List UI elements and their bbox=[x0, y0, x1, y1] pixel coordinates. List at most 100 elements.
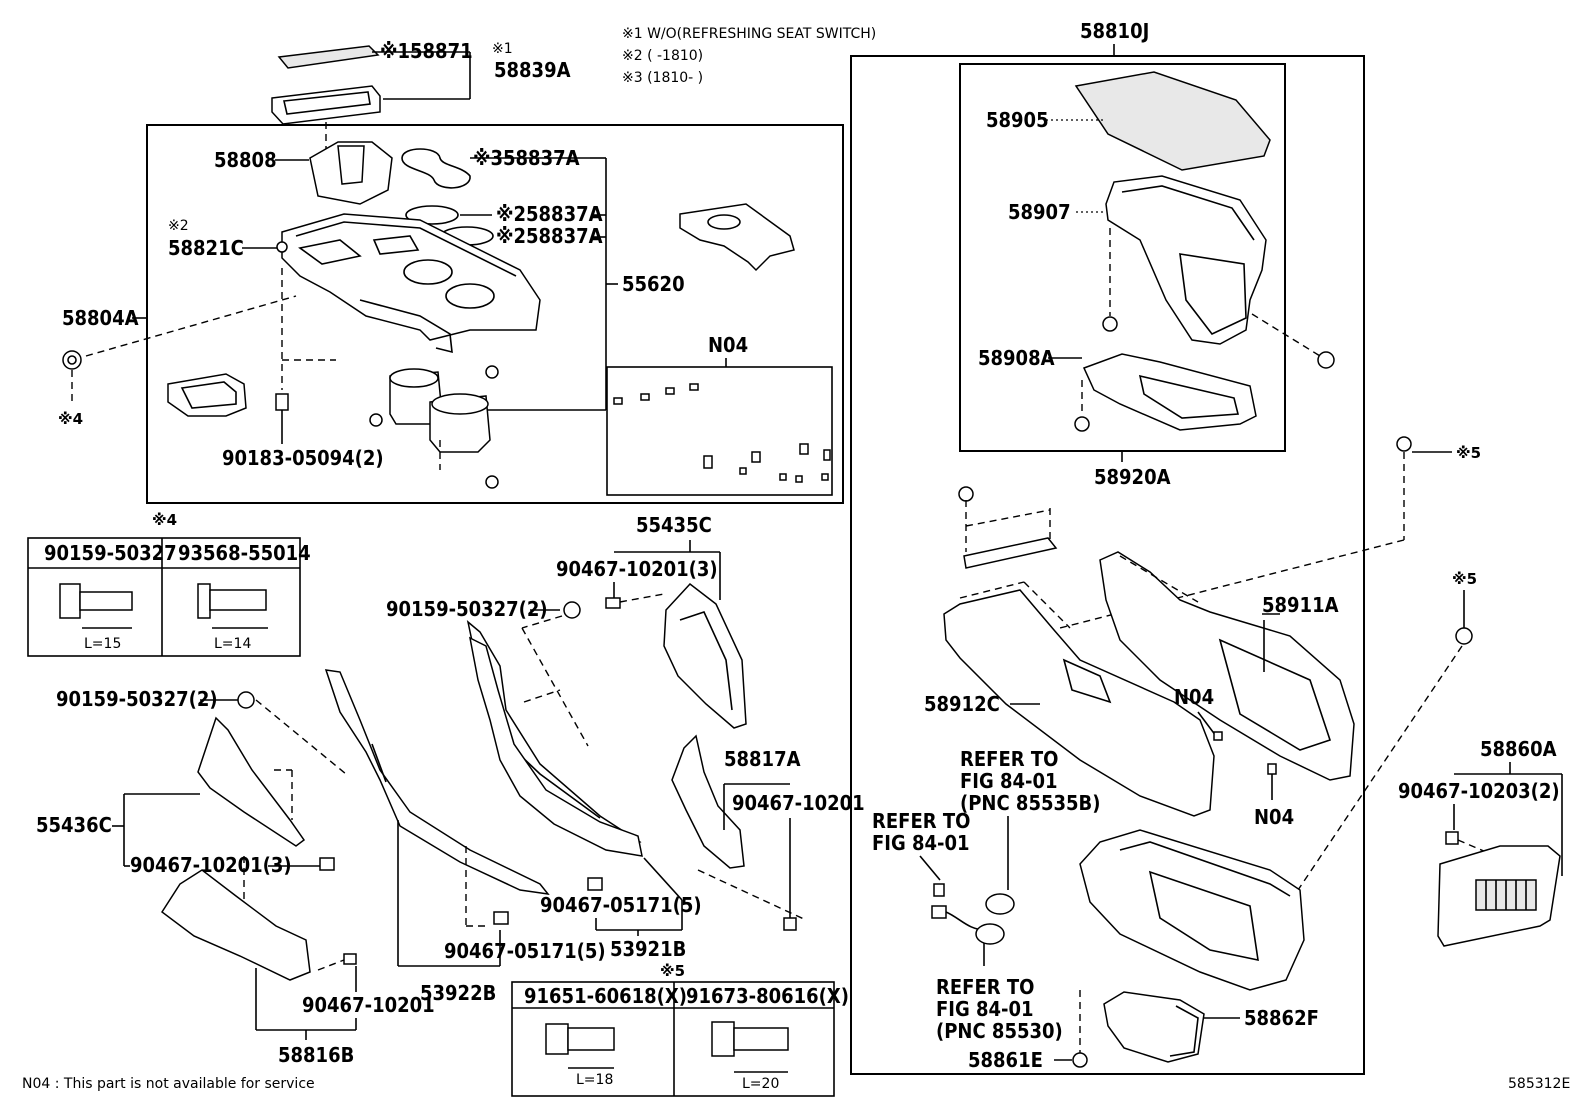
bolt-91673 bbox=[711, 1021, 789, 1057]
label-mark5-a: ※5 bbox=[1456, 444, 1481, 462]
part-58908A-base bbox=[1082, 353, 1257, 431]
clip-58817A bbox=[783, 917, 797, 931]
clip-90467-05171-a bbox=[587, 877, 603, 891]
dash-58907-screw-b bbox=[1251, 313, 1321, 357]
dash-90159-b bbox=[255, 699, 347, 775]
clip-90467-10201-b bbox=[343, 953, 357, 965]
clip-90467-10203 bbox=[1445, 831, 1459, 845]
label-90467-05171-5b: 90467-05171(5) bbox=[444, 939, 606, 963]
table5-length-2: L=20 bbox=[742, 1076, 779, 1092]
label-90467-10201-3a: 90467-10201(3) bbox=[556, 557, 718, 581]
label-58912C: 58912C bbox=[924, 692, 1000, 716]
svg-text:FIG 84-01: FIG 84-01 bbox=[960, 769, 1058, 793]
figure-id: 585312E bbox=[1508, 1076, 1570, 1092]
note-1: ※1 W/O(REFRESHING SEAT SWITCH) bbox=[622, 26, 876, 42]
leader-53921B-d bbox=[643, 857, 683, 901]
label-58839A: 58839A bbox=[494, 58, 571, 82]
label-90159-2b: 90159-50327(2) bbox=[56, 687, 218, 711]
dash-53921B-a bbox=[521, 627, 589, 747]
bolt-90159 bbox=[59, 583, 133, 619]
part-90183-clip bbox=[275, 393, 289, 411]
clip-90467-05171-b bbox=[493, 911, 509, 925]
table4-length-2: L=14 bbox=[214, 636, 251, 652]
label-58821C: 58821C bbox=[168, 236, 244, 260]
svg-text:REFER TO: REFER TO bbox=[872, 809, 970, 833]
label-90183: 90183-05094(2) bbox=[222, 446, 384, 470]
dash-58912C-a bbox=[959, 581, 1025, 599]
label-53922B: 53922B bbox=[420, 981, 496, 1005]
n04-clips-top bbox=[613, 383, 831, 483]
svg-text:(PNC 85535B): (PNC 85535B) bbox=[960, 791, 1100, 815]
screw-90159-a bbox=[563, 601, 581, 619]
label-mark4: ※4 bbox=[58, 410, 83, 428]
part-58901-lower-box bbox=[1079, 829, 1305, 991]
footer-note: N04 : This part is not available for ser… bbox=[22, 1076, 315, 1092]
screw-58907-a bbox=[1102, 316, 1118, 332]
dash-upper-trim-c bbox=[965, 509, 1051, 527]
label-58821C-mark: ※2 bbox=[168, 218, 189, 234]
label-58837A-2a: ※258837A bbox=[496, 202, 603, 226]
dash-58817A bbox=[697, 869, 807, 921]
label-90159-2a: 90159-50327(2) bbox=[386, 597, 548, 621]
clip-90467-a bbox=[605, 597, 621, 609]
upper-console-group-box bbox=[146, 124, 844, 504]
part-58912-upper-trim bbox=[958, 486, 1058, 569]
screw-58861E bbox=[1072, 1052, 1088, 1068]
dash-58816B-b bbox=[317, 959, 345, 971]
svg-text:FIG 84-01: FIG 84-01 bbox=[872, 831, 970, 855]
screws-upper bbox=[369, 365, 499, 489]
note-3: ※3 (1810- ) bbox=[622, 70, 703, 86]
part-58804-bracket bbox=[167, 373, 247, 417]
table5-mark: ※5 bbox=[660, 962, 685, 980]
label-55435C: 55435C bbox=[636, 513, 712, 537]
refer-note-3: REFER TO FIG 84-01 (PNC 85530) bbox=[936, 975, 1063, 1043]
part-58804A-screw bbox=[62, 350, 82, 370]
label-58920A: 58920A bbox=[1094, 465, 1171, 489]
n04-clip-low bbox=[1267, 763, 1277, 775]
svg-text:REFER TO: REFER TO bbox=[960, 747, 1058, 771]
label-90467-05171-5a: 90467-05171(5) bbox=[540, 893, 702, 917]
screw-mark5-b bbox=[1455, 627, 1473, 645]
wire-harness bbox=[931, 883, 1015, 945]
dash-58804A bbox=[85, 295, 297, 357]
n04-inset-box bbox=[606, 366, 833, 496]
screw-mark5-a bbox=[1396, 436, 1412, 452]
label-58817A: 58817A bbox=[724, 747, 801, 771]
refer-note-1: REFER TO FIG 84-01 (PNC 85535B) bbox=[960, 747, 1100, 815]
part-53921B-lower bbox=[468, 636, 643, 857]
bolt-91651 bbox=[545, 1023, 615, 1055]
label-58871: ※158871 bbox=[380, 39, 473, 63]
label-58860A: 58860A bbox=[1480, 737, 1557, 761]
label-58808: 58808 bbox=[214, 148, 277, 172]
label-55620: 55620 bbox=[622, 272, 685, 296]
part-58905-pad bbox=[1074, 71, 1271, 171]
clip-90467-b bbox=[319, 857, 335, 871]
svg-text:FIG 84-01: FIG 84-01 bbox=[936, 997, 1034, 1021]
label-58837A-2b: ※258837A bbox=[496, 224, 603, 248]
label-55436C: 55436C bbox=[36, 813, 112, 837]
label-90467-10201-b: 90467-10201 bbox=[302, 993, 435, 1017]
note-2: ※2 ( -1810) bbox=[622, 48, 703, 64]
dash-58911A bbox=[1119, 555, 1199, 603]
part-55620-console-panel bbox=[276, 213, 541, 354]
part-58839A-panel bbox=[271, 85, 381, 125]
label-58908A: 58908A bbox=[978, 346, 1055, 370]
screw-58907-b bbox=[1317, 351, 1335, 369]
dash-53921B-b bbox=[523, 689, 561, 703]
dash-90159-a bbox=[521, 615, 563, 629]
label-58816B: 58816B bbox=[278, 1043, 354, 1067]
part-55436C-trim bbox=[197, 716, 306, 847]
part-58907-lid bbox=[1105, 175, 1267, 345]
label-N04-low: N04 bbox=[1254, 805, 1294, 829]
label-53921B: 53921B bbox=[610, 937, 686, 961]
table5-length-1: L=18 bbox=[576, 1072, 613, 1088]
part-58817A-trim bbox=[671, 734, 745, 869]
refer-note-2: REFER TO FIG 84-01 bbox=[872, 809, 970, 855]
part-58912C-side bbox=[943, 589, 1215, 817]
label-58861E: 58861E bbox=[968, 1048, 1043, 1072]
dash-58912C-b bbox=[1023, 581, 1071, 629]
dash-58860A bbox=[1457, 839, 1487, 853]
part-55435C-trim bbox=[663, 582, 747, 729]
part-58871-plate bbox=[277, 45, 380, 69]
